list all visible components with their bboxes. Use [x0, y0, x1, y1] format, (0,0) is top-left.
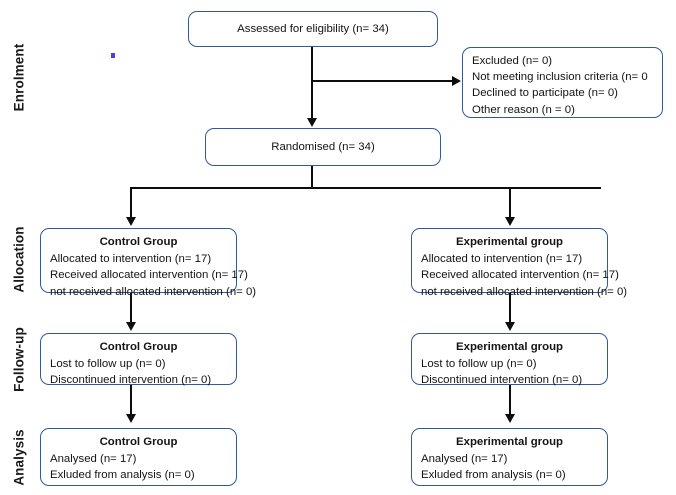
box-excluded: Excluded (n= 0) Not meeting inclusion cr…: [462, 47, 663, 118]
box-allocation-control-title: Control Group: [99, 236, 178, 248]
box-allocation-experimental-line-3: not received allocated intervention (n= …: [421, 285, 628, 298]
connector-trunk-to-excluded: [311, 80, 453, 83]
box-excluded-line-4: Other reason (n = 0): [472, 103, 575, 116]
connector-control-followup-to-analysis: [130, 385, 133, 415]
connector-bus-to-control-allocation: [130, 187, 133, 219]
box-allocation-experimental: Experimental group Allocated to interven…: [411, 228, 627, 298]
connector-randomised-stem: [311, 166, 314, 189]
box-followup-control-line-2: Discontinued intervention (n= 0): [50, 374, 212, 387]
box-analysis-experimental-title: Experimental group: [456, 436, 563, 448]
arrowhead-trunk-to-excluded: [452, 76, 461, 86]
arrowhead-bus-to-control-allocation: [126, 217, 136, 226]
stage-label-allocation: Allocation: [12, 217, 27, 303]
box-analysis-experimental: Experimental group Analysed (n= 17) Exlu…: [411, 428, 608, 486]
box-analysis-control-line-1: Analysed (n= 17): [50, 453, 137, 466]
box-allocation-control-line-3: not received allocated intervention (n= …: [50, 285, 257, 298]
connector-experimental-followup-to-analysis: [509, 385, 512, 415]
box-followup-experimental-line-1: Lost to follow up (n= 0): [421, 358, 537, 371]
stage-label-enrolment-text: Enrolment: [11, 43, 27, 112]
stage-label-followup: Follow-up: [12, 317, 27, 403]
box-followup-experimental: Experimental group Lost to follow up (n=…: [411, 333, 608, 387]
box-allocation-control: Control Group Allocated to intervention …: [40, 228, 256, 298]
stage-label-allocation-text: Allocation: [11, 226, 27, 293]
box-analysis-control-title: Control Group: [99, 436, 178, 448]
box-analysis-control: Control Group Analysed (n= 17) Exluded f…: [40, 428, 237, 486]
box-excluded-line-1: Excluded (n= 0): [472, 55, 553, 67]
box-allocation-control-line-1: Allocated to intervention (n= 17): [50, 253, 212, 266]
arrowhead-bus-to-experimental-allocation: [505, 217, 515, 226]
box-allocation-control-line-2: Received allocated intervention (n= 17): [50, 269, 248, 282]
arrowhead-experimental-followup-to-analysis: [505, 414, 515, 423]
stage-label-analysis-text: Analysis: [11, 429, 27, 486]
arrowhead-assessed-to-randomised: [307, 118, 317, 127]
box-analysis-experimental-line-1: Analysed (n= 17): [421, 453, 508, 466]
box-allocation-experimental-title: Experimental group: [456, 236, 563, 248]
stage-label-followup-text: Follow-up: [11, 327, 27, 392]
box-followup-control-line-1: Lost to follow up (n= 0): [50, 358, 166, 371]
box-excluded-line-2: Not meeting inclusion criteria (n= 0: [472, 71, 648, 84]
box-assessed-for-eligibility: Assessed for eligibility (n= 34): [188, 11, 438, 47]
connector-allocation-bus: [130, 187, 601, 190]
box-assessed-line-1: Assessed for eligibility (n= 34): [237, 22, 389, 35]
box-analysis-experimental-line-2: Exluded from analysis (n= 0): [421, 469, 566, 482]
box-allocation-experimental-line-2: Received allocated intervention (n= 17): [421, 269, 619, 282]
connector-control-allocation-to-followup: [130, 293, 133, 324]
connector-experimental-allocation-to-followup: [509, 293, 512, 324]
box-allocation-experimental-line-1: Allocated to intervention (n= 17): [421, 253, 583, 266]
box-followup-control-title: Control Group: [99, 341, 178, 353]
box-followup-experimental-line-2: Discontinued intervention (n= 0): [421, 374, 583, 387]
arrowhead-control-allocation-to-followup: [126, 322, 136, 331]
arrowhead-control-followup-to-analysis: [126, 414, 136, 423]
connector-assessed-to-randomised: [311, 47, 314, 120]
stage-label-enrolment: Enrolment: [12, 35, 27, 121]
box-analysis-control-line-2: Exluded from analysis (n= 0): [50, 469, 195, 482]
box-excluded-line-3: Declined to participate (n= 0): [472, 87, 618, 100]
box-followup-experimental-title: Experimental group: [456, 341, 563, 353]
stray-dot-artifact: [111, 53, 115, 58]
stage-label-analysis: Analysis: [12, 415, 27, 495]
connector-bus-to-experimental-allocation: [509, 187, 512, 219]
arrowhead-experimental-allocation-to-followup: [505, 322, 515, 331]
box-followup-control: Control Group Lost to follow up (n= 0) D…: [40, 333, 237, 387]
box-randomised: Randomised (n= 34): [205, 128, 441, 166]
box-randomised-line-1: Randomised (n= 34): [271, 140, 375, 153]
